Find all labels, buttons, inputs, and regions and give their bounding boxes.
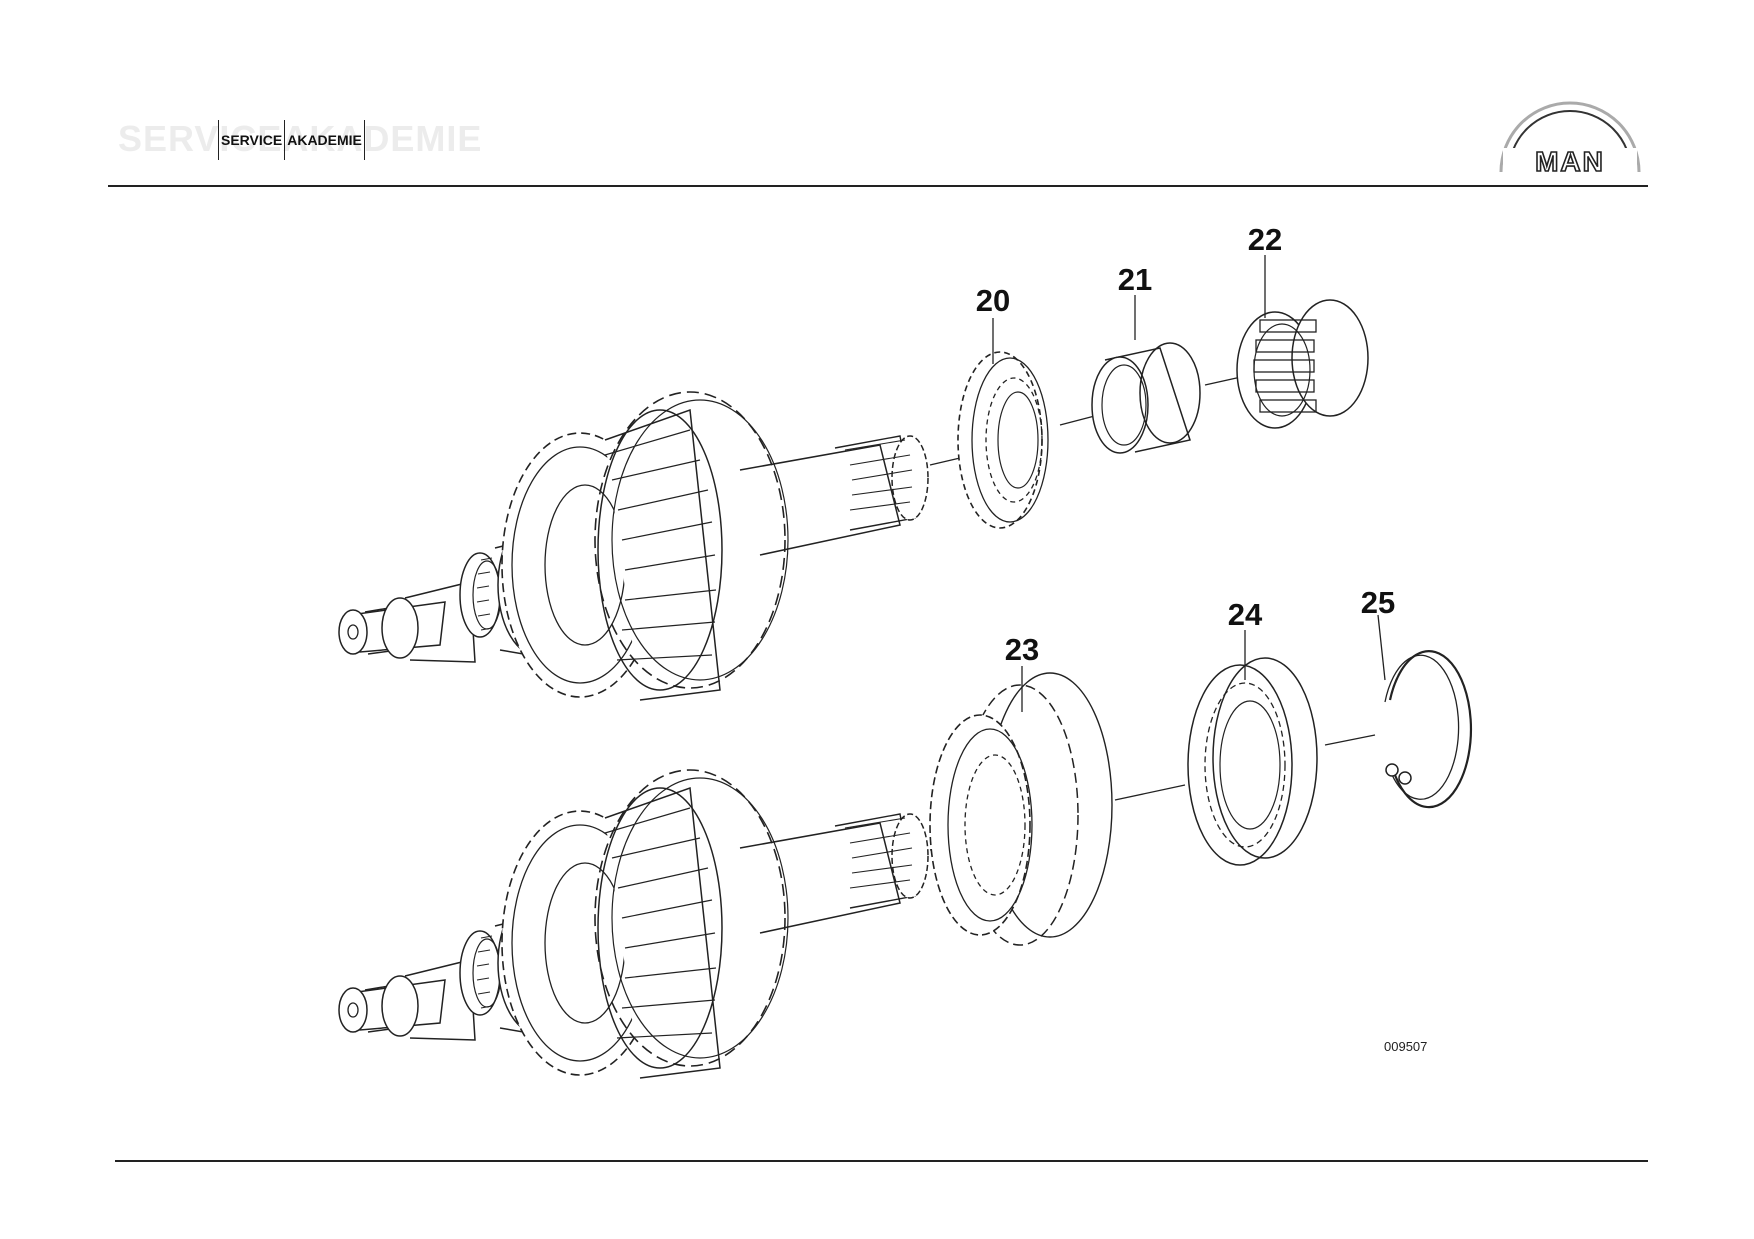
callout-labels: 20 21 22 23 24 25 — [976, 222, 1395, 667]
bottom-rule — [115, 1160, 1648, 1162]
callout-22: 22 — [1248, 222, 1282, 257]
drawing-number: 009507 — [1384, 1039, 1428, 1054]
part-22-needle-bearing — [1236, 299, 1369, 429]
callout-23: 23 — [1005, 632, 1039, 667]
part-24-ball-bearing — [1187, 657, 1318, 866]
callout-20: 20 — [976, 283, 1010, 318]
part-25-snap-ring — [1384, 650, 1473, 809]
label-service: SERVICE — [218, 120, 284, 160]
man-logo: MAN — [1495, 96, 1645, 178]
label-akademie: AKADEMIE — [284, 120, 365, 160]
leader-lines — [992, 255, 1386, 712]
service-akademie-label: SERVICE AKADEMIE — [218, 120, 365, 160]
lower-shaft-assembly — [338, 769, 929, 1079]
top-rule — [108, 185, 1648, 187]
callout-25: 25 — [1361, 585, 1395, 620]
part-23-gear — [929, 672, 1113, 946]
callout-24: 24 — [1228, 597, 1263, 632]
header-watermark-title: SERVICEAKADEMIE — [118, 118, 483, 159]
part-21-bearing-race — [1091, 342, 1201, 454]
man-logo-text: MAN — [1535, 146, 1605, 176]
upper-shaft-assembly — [338, 299, 1369, 701]
part-20-synchro-ring — [957, 351, 1049, 529]
callout-21: 21 — [1118, 262, 1152, 297]
